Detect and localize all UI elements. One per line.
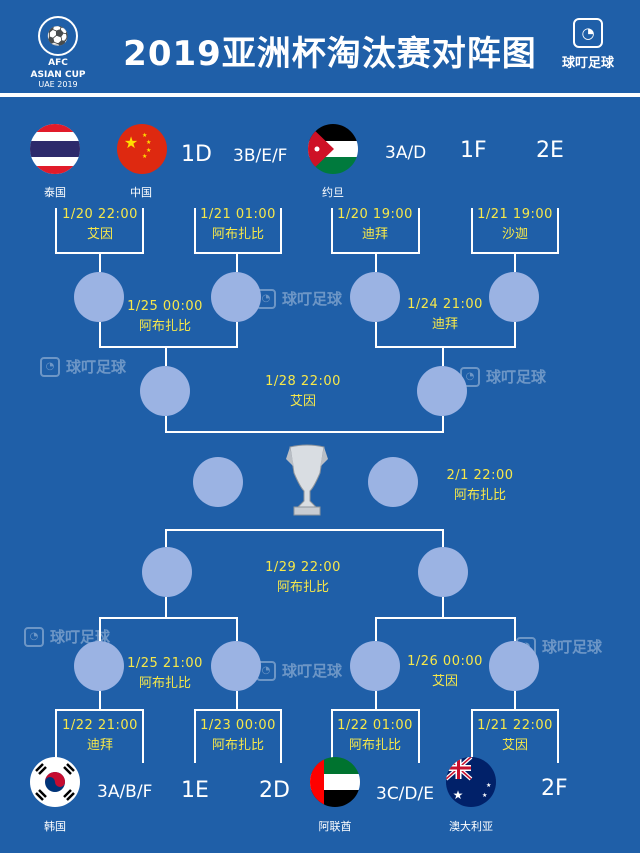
country-label: 约旦 [322, 186, 344, 199]
afc-logo-line1: AFC [48, 58, 68, 68]
watermark: ◔球叮足球 [256, 660, 342, 681]
country-label: 澳大利亚 [449, 820, 493, 833]
svg-text:★: ★ [453, 788, 464, 802]
seed-label: 3A/D [385, 143, 427, 163]
uae-flag-icon [310, 757, 360, 807]
seed-label: 1E [181, 778, 209, 803]
svg-text:★: ★ [124, 133, 138, 152]
svg-text:★: ★ [142, 153, 147, 160]
match-slot [489, 272, 539, 322]
watermark: ◔球叮足球 [40, 356, 126, 377]
match-slot [140, 366, 190, 416]
afc-logo-line3: UAE 2019 [38, 80, 78, 89]
svg-text:★: ★ [482, 792, 487, 799]
watermark: ◔球叮足球 [256, 288, 342, 309]
country-label: 韩国 [44, 820, 66, 833]
match-slot [418, 547, 468, 597]
australia-flag-icon: ★ ★ ★ [446, 757, 496, 807]
svg-text:★: ★ [146, 147, 151, 154]
country-label: 阿联酋 [318, 820, 352, 833]
seed-label: 3C/D/E [376, 784, 434, 804]
match-slot [417, 366, 467, 416]
seed-label: 3B/E/F [233, 146, 288, 166]
match-slot [74, 641, 124, 691]
jordan-flag-icon [308, 124, 358, 174]
match-slot [489, 641, 539, 691]
seed-label: 1D [181, 142, 212, 167]
match-slot [350, 641, 400, 691]
afc-logo-line2: ASIAN CUP [30, 70, 86, 80]
watermark: ◔球叮足球 [460, 366, 546, 387]
afc-emblem-icon: ⚽ [38, 16, 78, 56]
afc-asian-cup-logo: ⚽ AFC ASIAN CUP UAE 2019 [22, 16, 94, 89]
finalist-slot [193, 457, 243, 507]
brand-icon: ◔ [573, 18, 603, 48]
brand-name: 球叮足球 [561, 56, 614, 71]
country-label: 泰国 [44, 186, 66, 199]
header-divider [0, 93, 640, 97]
south-korea-flag-icon [30, 757, 80, 807]
page-title: 2019亚洲杯淘汰赛对阵图 [123, 34, 537, 74]
svg-text:★: ★ [486, 782, 491, 789]
china-flag-icon: ★ ★ ★ ★ ★ [117, 124, 167, 174]
country-label: 中国 [130, 186, 152, 199]
seed-label: 3A/B/F [97, 782, 153, 802]
seed-label: 1F [460, 138, 487, 163]
trophy-icon [286, 444, 328, 516]
watermark-icon: ◔ [24, 626, 44, 647]
watermark-icon: ◔ [40, 356, 60, 377]
match-slot [142, 547, 192, 597]
thailand-flag-icon [30, 124, 80, 174]
match-slot [74, 272, 124, 322]
svg-text:★: ★ [142, 132, 147, 139]
seed-label: 2F [541, 776, 568, 801]
svg-text:★: ★ [146, 139, 151, 146]
match-slot [350, 272, 400, 322]
match-slot [211, 272, 261, 322]
match-slot [211, 641, 261, 691]
brand-logo: ◔ 球叮足球 [548, 18, 628, 71]
seed-label: 2E [536, 138, 564, 163]
seed-label: 2D [259, 778, 290, 803]
finalist-slot [368, 457, 418, 507]
